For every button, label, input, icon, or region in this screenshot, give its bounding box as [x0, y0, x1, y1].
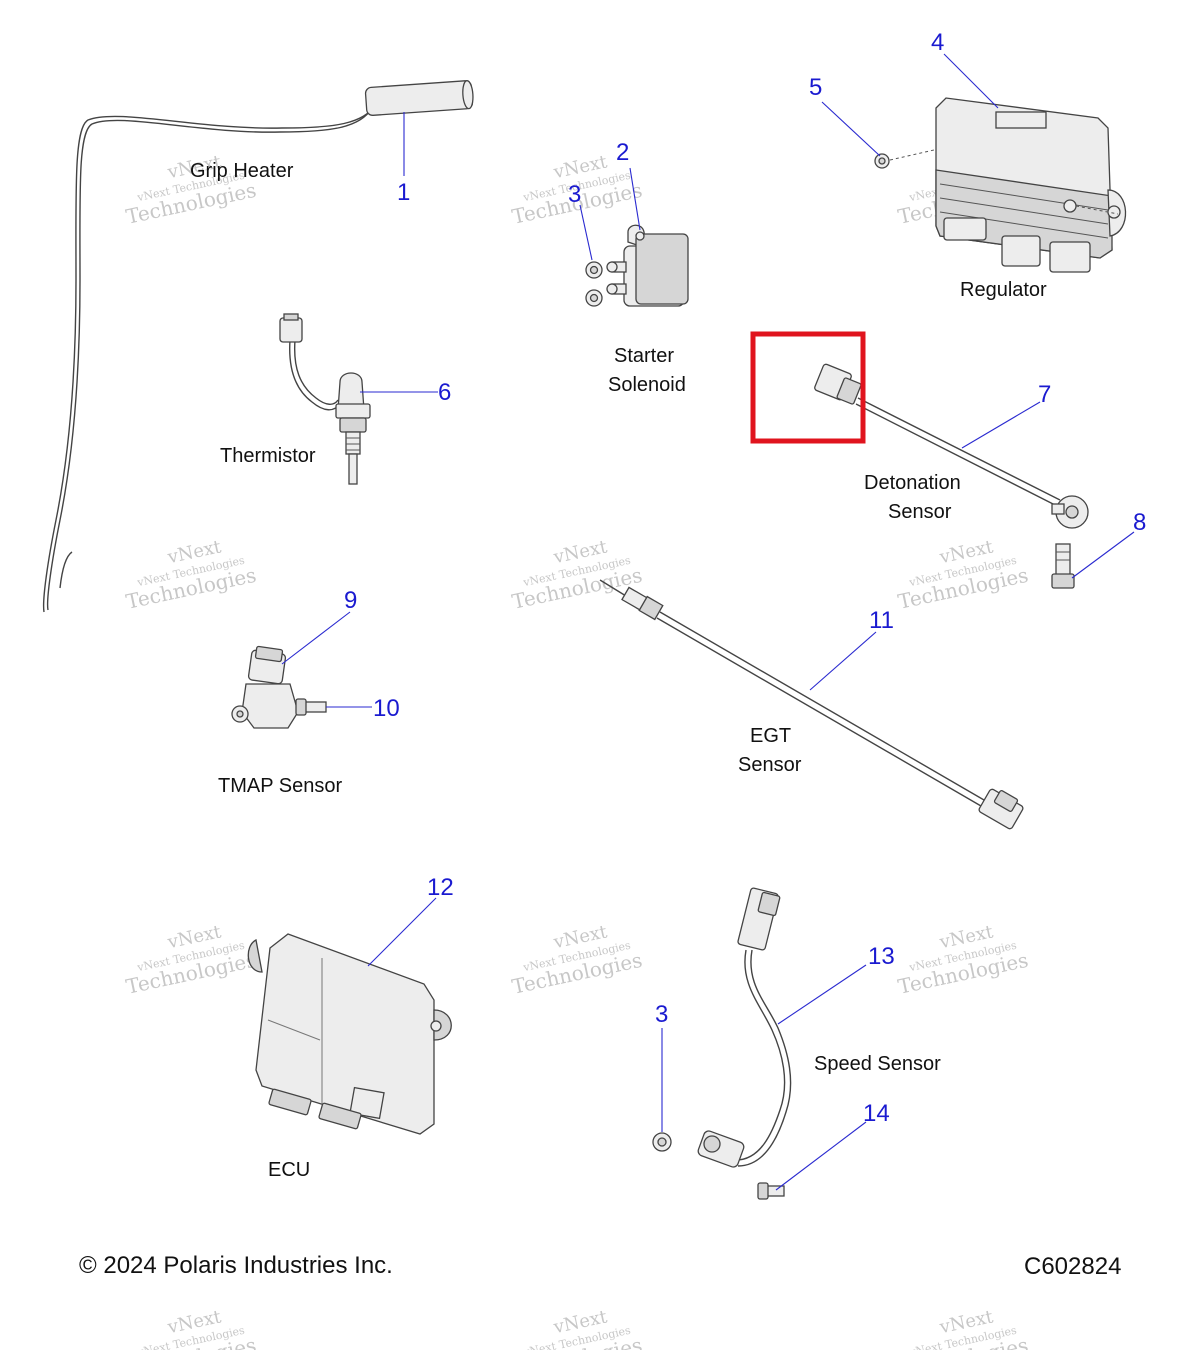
- regulator-label: Regulator: [960, 279, 1047, 301]
- leader-line: [809, 631, 877, 691]
- callout-7[interactable]: 7: [1038, 381, 1051, 408]
- callout-13[interactable]: 13: [868, 943, 895, 970]
- nut-part[interactable]: [585, 261, 603, 307]
- ecu-part[interactable]: [247, 933, 452, 1135]
- watermark: vNext vNext Technologies Technologies: [124, 1306, 258, 1350]
- speed-sensor-part[interactable]: [697, 887, 792, 1168]
- egt-sensor-part[interactable]: [599, 579, 1024, 830]
- starter-solenoid-part[interactable]: [606, 224, 689, 307]
- watermark: vNext vNext Technologies Technologies: [896, 921, 1030, 999]
- leader-line: [775, 1121, 867, 1191]
- callout-3[interactable]: 3: [568, 181, 581, 208]
- callout-10[interactable]: 10: [373, 695, 400, 722]
- nut-part[interactable]: [652, 1132, 672, 1152]
- watermark: vNext vNext Technologies Technologies: [510, 1306, 644, 1350]
- watermark: vNext vNext Technologies Technologies: [124, 151, 258, 229]
- watermark: vNext vNext Technologies Technologies: [124, 536, 258, 614]
- detonation-bolt-part[interactable]: [1051, 543, 1075, 589]
- callout-14[interactable]: 14: [863, 1100, 890, 1127]
- leader-line: [943, 53, 999, 109]
- detonation-sensor-label-line1: Detonation: [864, 472, 961, 494]
- detonation-sensor-part[interactable]: [814, 363, 1089, 529]
- ecu-label: ECU: [268, 1159, 310, 1181]
- callout-4[interactable]: 4: [931, 29, 944, 56]
- leader-line: [1071, 531, 1135, 579]
- watermark: vNext vNext Technologies Technologies: [896, 1306, 1030, 1350]
- watermark: vNext vNext Technologies Technologies: [124, 921, 258, 999]
- leader-line: [367, 897, 437, 967]
- tmap-screw-part[interactable]: [295, 698, 327, 716]
- leader-line: [579, 204, 593, 261]
- leader-line: [821, 101, 881, 157]
- egt-sensor-label-line1: EGT: [750, 725, 791, 747]
- speed-sensor-label: Speed Sensor: [814, 1053, 941, 1075]
- regulator-part[interactable]: [935, 97, 1127, 273]
- callout-1[interactable]: 1: [397, 179, 410, 206]
- callout-3-lower[interactable]: 3: [655, 1001, 668, 1028]
- watermark: vNext vNext Technologies Technologies: [896, 536, 1030, 614]
- grip-heater-part[interactable]: [42, 80, 474, 613]
- grip-heater-label: Grip Heater: [190, 160, 294, 182]
- egt-sensor-label-line2: Sensor: [738, 754, 802, 776]
- watermark: vNext vNext Technologies Technologies: [510, 921, 644, 999]
- detonation-sensor-label-line2: Sensor: [888, 501, 952, 523]
- leader-line: [629, 167, 641, 231]
- thermistor-label: Thermistor: [220, 445, 316, 467]
- diagram-code: C602824: [1024, 1253, 1121, 1280]
- tmap-sensor-label: TMAP Sensor: [218, 775, 342, 797]
- starter-solenoid-label-line1: Starter: [614, 345, 674, 367]
- callout-5[interactable]: 5: [809, 74, 822, 101]
- highlight-box: [750, 331, 866, 444]
- callout-8[interactable]: 8: [1133, 509, 1146, 536]
- copyright-text: © 2024 Polaris Industries Inc.: [79, 1252, 393, 1279]
- callout-6[interactable]: 6: [438, 379, 451, 406]
- leader-line: [777, 964, 867, 1025]
- starter-solenoid-label-line2: Solenoid: [608, 374, 686, 396]
- speed-sensor-bolt-part[interactable]: [757, 1182, 785, 1200]
- callout-12[interactable]: 12: [427, 874, 454, 901]
- thermistor-part[interactable]: [279, 313, 371, 485]
- tmap-sensor-part[interactable]: [231, 645, 299, 729]
- callout-2[interactable]: 2: [616, 139, 629, 166]
- leader-line: [961, 401, 1041, 449]
- leader-line: [281, 611, 351, 665]
- callout-9[interactable]: 9: [344, 587, 357, 614]
- regulator-screw-part[interactable]: [874, 149, 1119, 215]
- callout-11[interactable]: 11: [869, 607, 894, 634]
- watermark: vNext vNext Technologies Technologies: [510, 536, 644, 614]
